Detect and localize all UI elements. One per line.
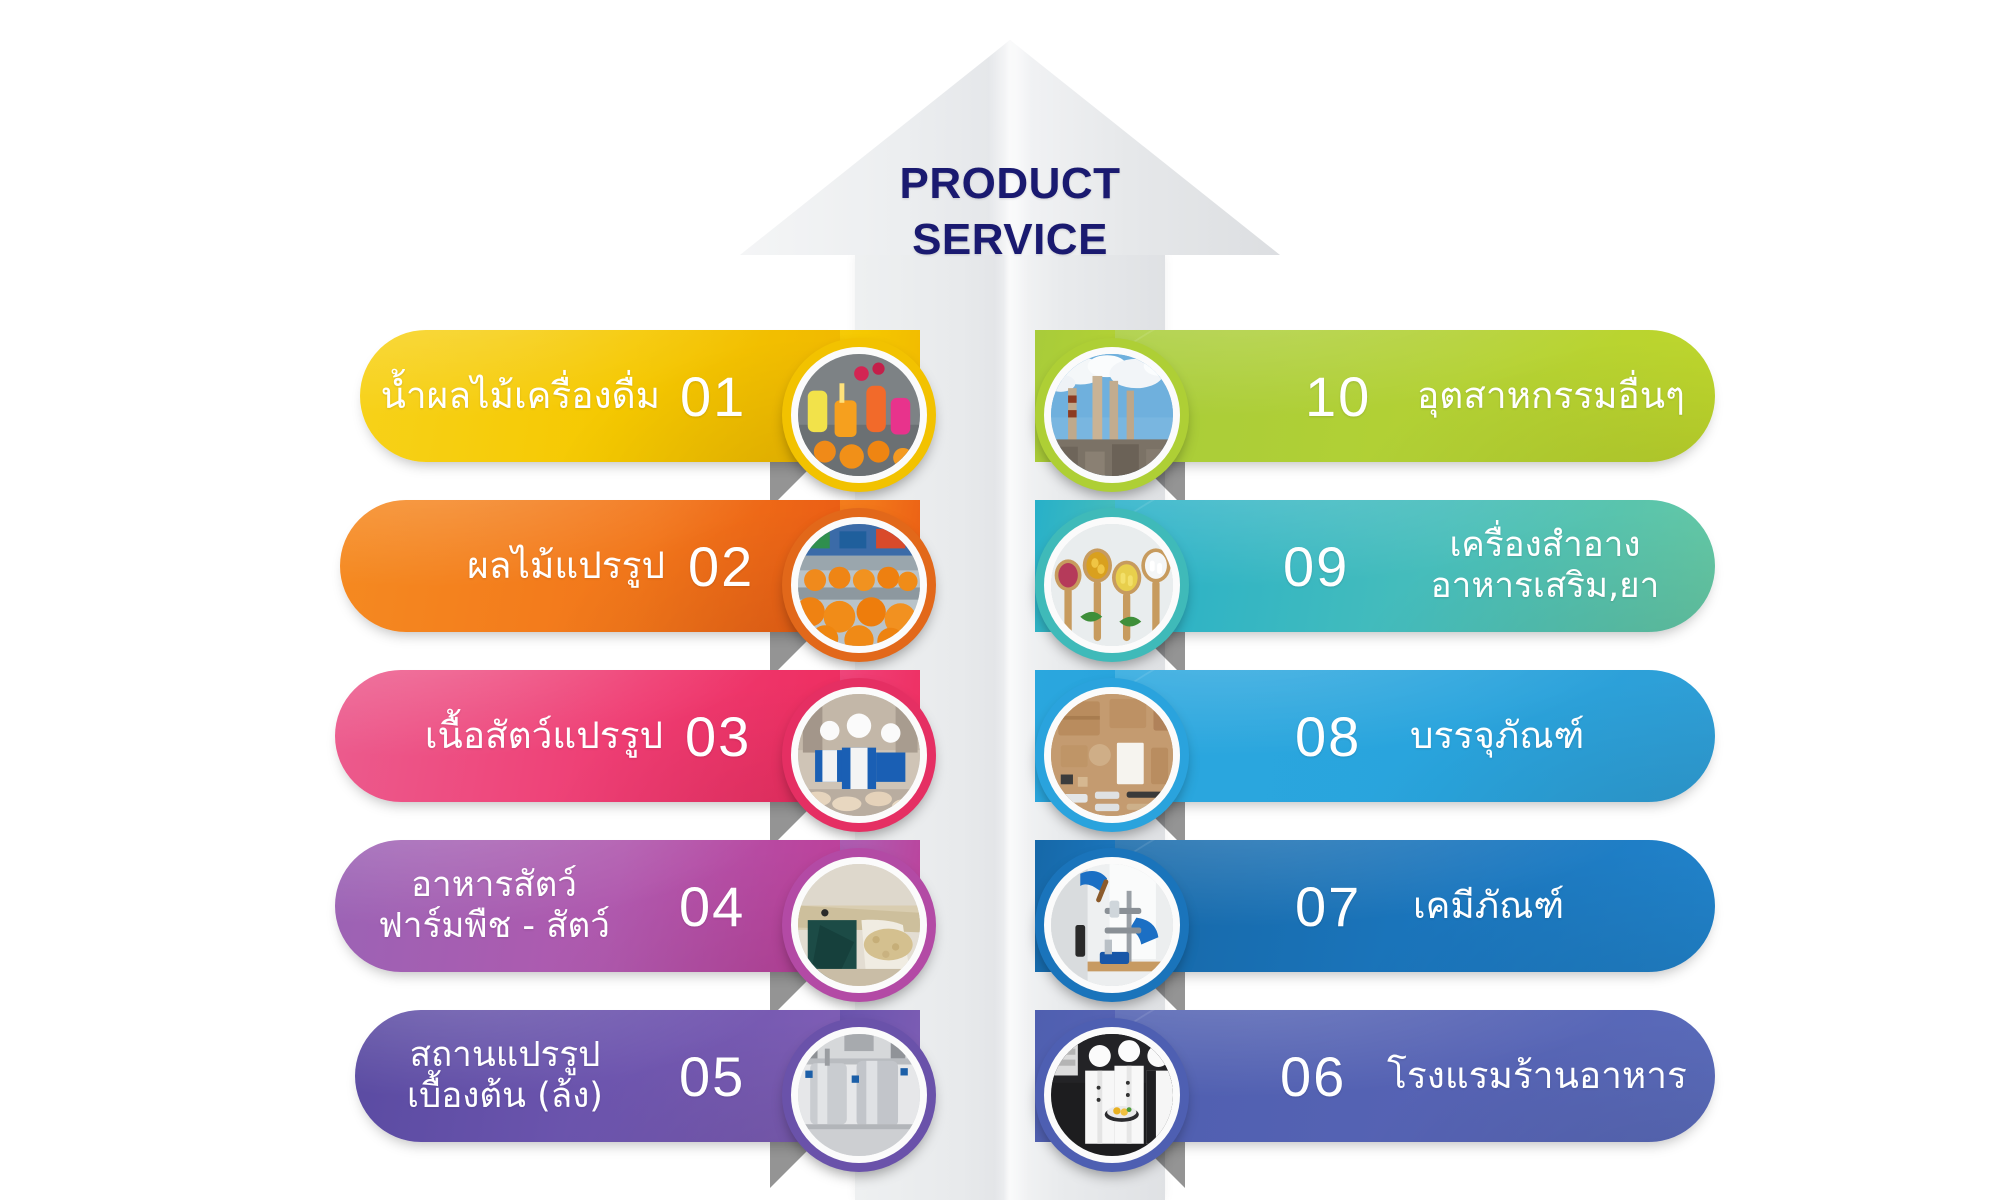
category-bar-03[interactable] [335, 670, 840, 802]
category-number: 10 [1305, 364, 1372, 428]
category-icon-badge-01[interactable] [782, 338, 936, 492]
packaging-boxes-photo [1044, 687, 1180, 823]
list-item: เนื้อสัตว์แปรรูป 03 [335, 670, 936, 848]
category-icon-badge-04[interactable] [782, 848, 936, 1002]
category-number: 08 [1295, 704, 1362, 768]
category-label: ผลไม้แปรรูป [467, 544, 665, 588]
category-bar-10[interactable] [1115, 330, 1715, 462]
category-number: 05 [679, 1044, 746, 1108]
supplements-spoons-photo [1044, 517, 1180, 653]
category-label: เครื่องสำอาง อาหารเสริม,ยา [1430, 524, 1660, 606]
category-icon-badge-10[interactable] [1035, 338, 1189, 492]
category-bar-02[interactable] [340, 500, 840, 632]
meat-processing-workers-photo [791, 687, 927, 823]
category-number: 03 [685, 704, 752, 768]
category-icon-badge-08[interactable] [1035, 678, 1189, 832]
fruit-juice-photo [791, 347, 927, 483]
category-icon-badge-03[interactable] [782, 678, 936, 832]
list-item: น้ำผลไม้เครื่องดื่ม 01 [360, 330, 936, 508]
list-item: 06 โรงแรมร้านอาหาร [1035, 1010, 1715, 1188]
animal-feed-photo [791, 857, 927, 993]
list-item: 08 บรรจุภัณฑ์ [1035, 670, 1715, 848]
page-title-line-1: PRODUCT [899, 159, 1121, 208]
category-icon-badge-05[interactable] [782, 1018, 936, 1172]
list-item: อาหารสัตว์ ฟาร์มพืช - สัตว์ 04 [335, 840, 936, 1018]
list-item: สถานแปรรูป เบื้องต้น (ล้ง) 05 [355, 1010, 936, 1188]
category-bar-09[interactable] [1115, 500, 1715, 632]
chefs-restaurant-photo [1044, 1027, 1180, 1163]
lab-chemist-photo [1044, 857, 1180, 993]
category-number: 09 [1283, 534, 1350, 598]
category-bar-04[interactable] [335, 840, 840, 972]
category-number: 01 [680, 364, 747, 428]
list-item: ผลไม้แปรรูป 02 [340, 500, 936, 678]
processing-tanks-photo [791, 1027, 927, 1163]
category-number: 07 [1295, 874, 1362, 938]
page-title-line-2: SERVICE [912, 215, 1108, 265]
category-label: บรรจุภัณฑ์ [1410, 714, 1585, 758]
category-label: น้ำผลไม้เครื่องดื่ม [380, 374, 660, 418]
category-bar-07[interactable] [1115, 840, 1715, 972]
list-item: 07 เคมีภัณฑ์ [1035, 840, 1715, 1018]
category-number: 06 [1280, 1044, 1347, 1108]
category-bar-05[interactable] [355, 1010, 840, 1142]
category-label: เนื้อสัตว์แปรรูป [424, 714, 663, 758]
category-label: อาหารสัตว์ ฟาร์มพืช - สัตว์ [378, 864, 610, 946]
category-icon-badge-07[interactable] [1035, 848, 1189, 1002]
factory-smokestacks-photo [1044, 347, 1180, 483]
category-bar-08[interactable] [1115, 670, 1715, 802]
page-title: PRODUCT SERVICE [760, 156, 1260, 269]
category-icon-badge-02[interactable] [782, 508, 936, 662]
category-label: อุตสาหกรรมอื่นๆ [1417, 374, 1685, 418]
category-bar-06[interactable] [1115, 1010, 1715, 1142]
category-label: เคมีภัณฑ์ [1413, 884, 1565, 928]
category-icon-badge-06[interactable] [1035, 1018, 1189, 1172]
category-label: โรงแรมร้านอาหาร [1387, 1054, 1687, 1098]
category-bar-01[interactable] [360, 330, 840, 462]
category-number: 04 [679, 874, 746, 938]
list-item: 10 อุตสาหกรรมอื่นๆ [1035, 330, 1715, 508]
orange-packing-line-photo [791, 517, 927, 653]
category-icon-badge-09[interactable] [1035, 508, 1189, 662]
category-label: สถานแปรรูป เบื้องต้น (ล้ง) [407, 1034, 603, 1116]
category-number: 02 [688, 534, 755, 598]
list-item: 09 เครื่องสำอาง อาหารเสริม,ยา [1035, 500, 1715, 678]
